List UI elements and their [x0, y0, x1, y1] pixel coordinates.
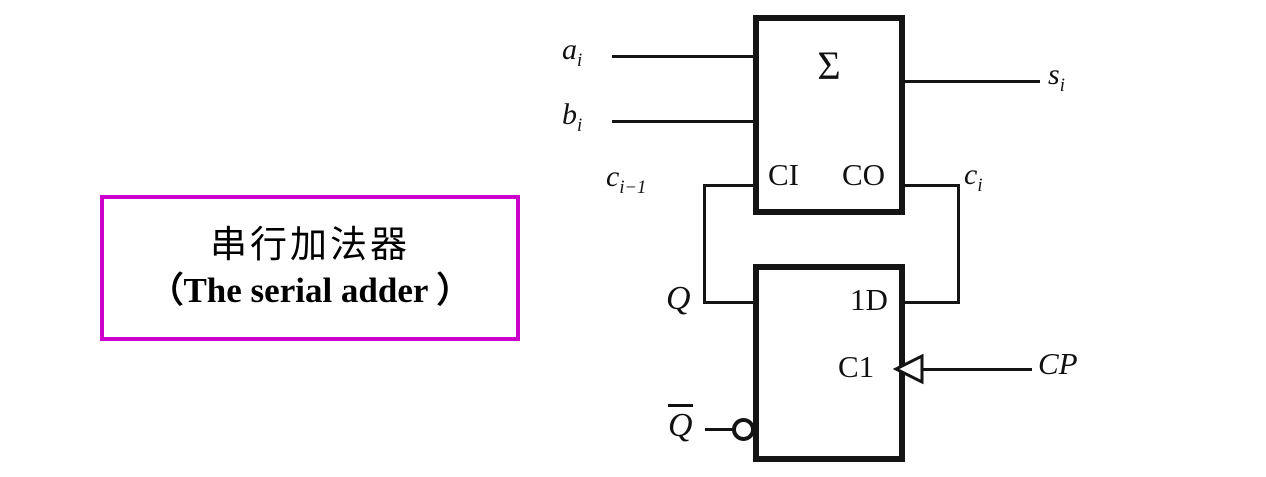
c-in-sub: i−1 — [619, 177, 647, 198]
clock-edge-triangle-icon — [892, 353, 924, 385]
wire-ci-vertical — [703, 184, 706, 304]
q-bar-text: Q — [668, 404, 693, 443]
a-base: a — [562, 33, 577, 66]
title-english: （The serial adder ） — [148, 271, 472, 311]
adder-ci-port-label: CI — [768, 157, 799, 192]
c-out-base: c — [964, 158, 978, 191]
wire-a-input — [612, 55, 757, 58]
s-base: s — [1048, 58, 1060, 91]
wire-qbar-output — [705, 428, 733, 431]
s-output-label: si — [1048, 58, 1065, 96]
carry-in-label: ci−1 — [606, 160, 646, 198]
a-input-label: ai — [562, 33, 582, 71]
s-sub: i — [1059, 75, 1065, 96]
title-box: 串行加法器 （The serial adder ） — [100, 195, 520, 341]
wire-ci-horizontal — [703, 184, 757, 187]
wire-co-horizontal — [903, 184, 960, 187]
dff-box — [753, 264, 905, 462]
a-sub: i — [577, 50, 583, 71]
cp-input-label: CP — [1038, 346, 1078, 381]
c-out-sub: i — [977, 175, 983, 196]
q-bar-output-label: Q — [668, 404, 693, 444]
b-input-label: bi — [562, 98, 582, 136]
dff-c1-port-label: C1 — [838, 349, 875, 384]
b-base: b — [562, 98, 577, 131]
wire-co-vertical — [957, 184, 960, 304]
wire-q-horizontal — [703, 301, 755, 304]
q-output-label: Q — [666, 280, 691, 317]
wire-s-output — [903, 80, 1040, 83]
adder-box — [753, 15, 905, 215]
c-in-base: c — [606, 160, 620, 193]
title-chinese: 串行加法器 — [210, 224, 410, 266]
b-sub: i — [577, 115, 583, 136]
inversion-bubble-icon — [732, 418, 755, 441]
carry-out-label: ci — [964, 158, 983, 196]
wire-d-horizontal — [903, 301, 960, 304]
adder-co-port-label: CO — [842, 157, 886, 192]
wire-cp-input — [920, 368, 1032, 371]
sigma-symbol: Σ — [817, 43, 841, 88]
wire-b-input — [612, 120, 757, 123]
dff-1d-port-label: 1D — [850, 282, 888, 317]
